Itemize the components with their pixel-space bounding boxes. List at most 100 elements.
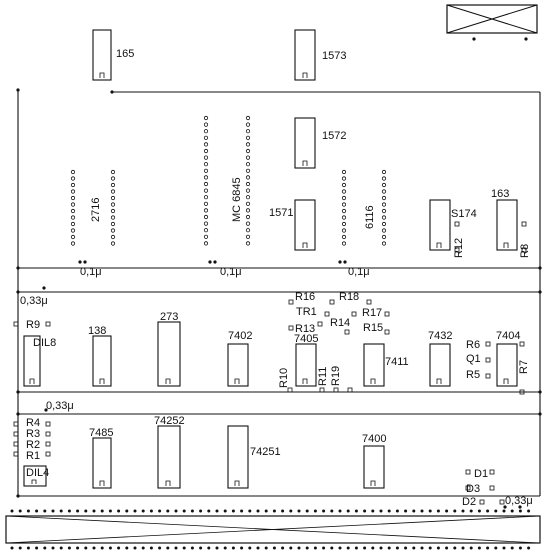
label-cap5: 0,33μ <box>46 400 74 412</box>
edge-pin <box>108 546 112 550</box>
ic-pin <box>70 195 76 201</box>
ic-pin <box>203 234 209 239</box>
edge-pin <box>207 546 211 550</box>
edge-pin <box>494 509 498 513</box>
ic-pin <box>245 155 251 160</box>
edge-pin <box>518 546 522 550</box>
label-r15: R15 <box>363 322 383 334</box>
ic-pin <box>245 234 251 239</box>
ic-pin <box>245 129 251 134</box>
label-r2: R2 <box>26 439 40 451</box>
ic-pin <box>245 221 251 226</box>
edge-pin <box>436 509 440 513</box>
ic-1571 <box>294 199 316 251</box>
ic-pin <box>203 148 209 154</box>
ic-pin <box>203 115 209 121</box>
label-dil4: DIL4 <box>26 467 49 479</box>
label-7402: 7402 <box>228 330 252 342</box>
edge-pin <box>518 509 522 513</box>
edge-pin <box>486 509 490 513</box>
ic-pin <box>110 208 116 214</box>
label-138: 138 <box>88 325 106 337</box>
ic-pin <box>110 182 116 188</box>
edge-pin <box>59 546 63 550</box>
ic-pin <box>245 228 251 233</box>
ic-74252 <box>157 425 181 489</box>
label-r1: R1 <box>26 450 40 462</box>
ic-s174 <box>429 199 451 251</box>
ic-dil8 <box>23 335 41 387</box>
ic-pin <box>341 215 347 220</box>
edge-pin <box>338 509 342 513</box>
edge-pin <box>248 546 252 550</box>
edge-pin <box>174 546 178 550</box>
ic-pin <box>245 162 251 167</box>
ic-pin <box>341 221 347 227</box>
ic-pin <box>110 228 116 233</box>
ic-pin <box>381 241 387 246</box>
edge-pin <box>92 509 96 513</box>
ic-273 <box>157 321 181 387</box>
edge-pin <box>502 509 506 513</box>
ic-pin <box>381 221 387 227</box>
ic-pin <box>70 228 76 233</box>
edge-pin <box>330 546 334 550</box>
edge-pin <box>231 509 235 513</box>
ic-pin <box>203 162 209 167</box>
ic-pin <box>70 208 76 214</box>
ic-pin <box>245 142 251 147</box>
edge-pin <box>174 509 178 513</box>
edge-pin <box>35 509 39 513</box>
ic-pin <box>381 182 387 188</box>
edge-pin <box>420 546 424 550</box>
ic-pin <box>381 208 387 214</box>
ic-pin <box>245 241 251 246</box>
edge-pin <box>158 546 162 550</box>
edge-pin <box>461 509 465 513</box>
label-s174: S174 <box>451 208 477 220</box>
edge-pin <box>494 546 498 550</box>
label-dil8: DIL8 <box>33 337 56 349</box>
label-r17: R17 <box>362 307 382 319</box>
top-connector <box>446 4 538 41</box>
edge-pin <box>371 509 375 513</box>
edge-pin <box>502 546 506 550</box>
edge-pin <box>428 509 432 513</box>
edge-pin <box>133 546 137 550</box>
edge-pin <box>354 546 358 550</box>
edge-pin <box>215 546 219 550</box>
ic-pin <box>341 189 347 194</box>
label-tr1: TR1 <box>296 306 317 318</box>
label-r9: R9 <box>26 319 40 331</box>
edge-pin <box>141 509 145 513</box>
ic-163 <box>496 199 518 251</box>
edge-pin <box>100 509 104 513</box>
label-165: 165 <box>116 48 134 60</box>
edge-pin <box>231 546 235 550</box>
edge-pin <box>404 509 408 513</box>
label-cap6: 0,33μ <box>505 495 533 507</box>
edge-pin <box>510 546 514 550</box>
edge-pin <box>43 509 47 513</box>
ic-pin <box>381 202 387 207</box>
edge-pin <box>240 509 244 513</box>
ic-pin <box>381 189 387 194</box>
edge-pin <box>387 509 391 513</box>
edge-pin <box>149 509 153 513</box>
ic-outlines <box>23 29 518 489</box>
edge-pin <box>469 546 473 550</box>
ic-pin <box>70 176 76 181</box>
ic-pin <box>70 189 76 194</box>
label-d3: D3 <box>466 483 480 495</box>
edge-pin <box>166 546 170 550</box>
edge-pin <box>527 546 531 550</box>
edge-pin <box>322 509 326 513</box>
edge-pin <box>469 509 473 513</box>
ic-pin <box>203 201 209 206</box>
ic-pin <box>110 189 116 194</box>
edge-pin <box>166 509 170 513</box>
edge-pin <box>59 509 63 513</box>
ic-pin <box>203 155 209 160</box>
ic-pin <box>341 202 347 207</box>
edge-pin <box>84 509 88 513</box>
